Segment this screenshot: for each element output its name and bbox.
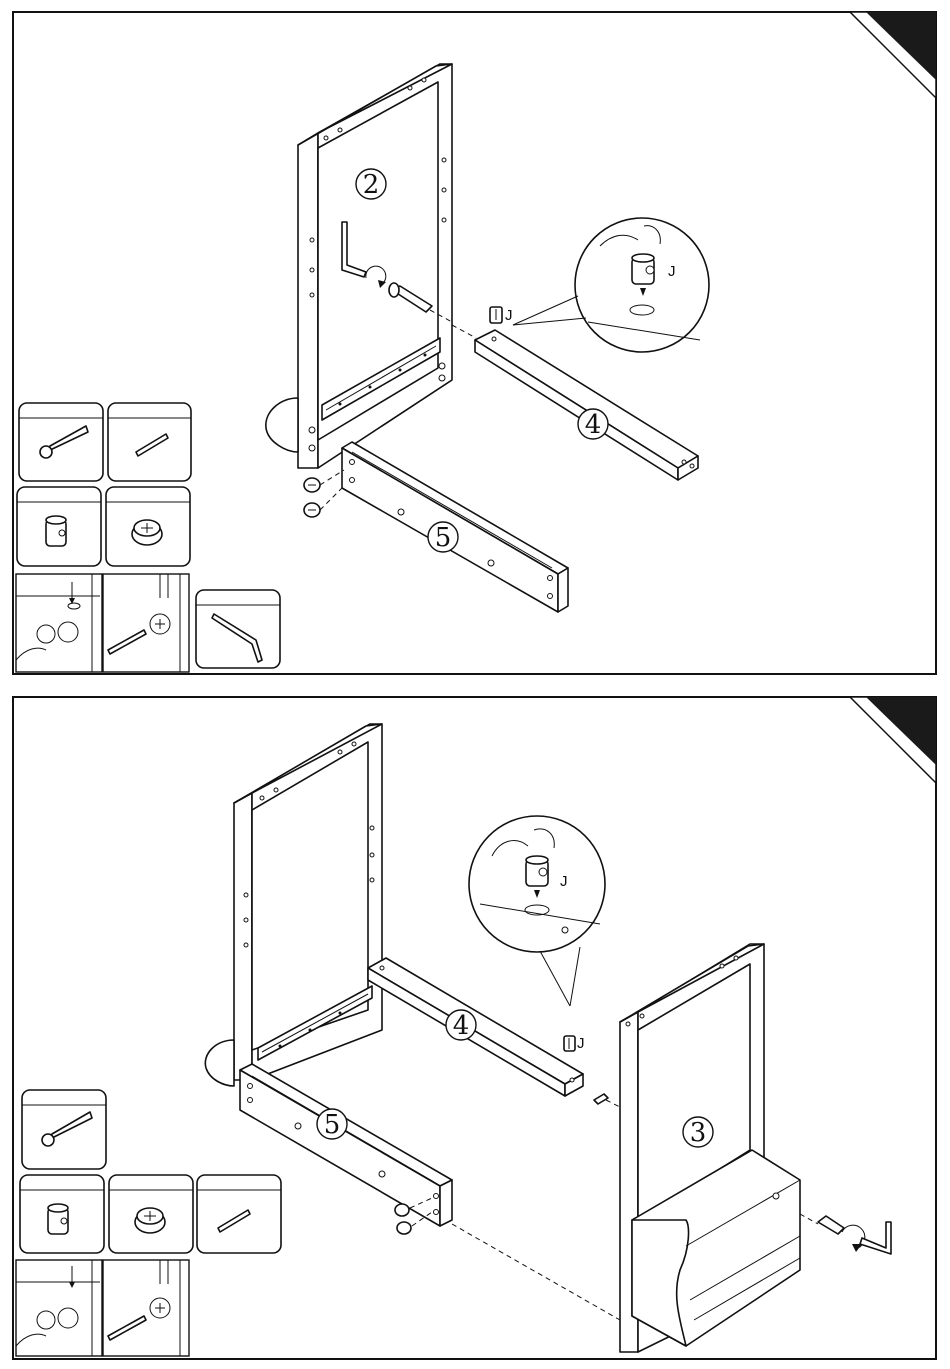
hardware-box-wooden-dowel: [108, 403, 191, 481]
detail-label-j: J: [668, 263, 676, 280]
part-number-4: 4: [446, 1010, 476, 1041]
part-number-3-label: 3: [690, 1118, 707, 1148]
step-panel-1: 2 4 J: [13, 12, 936, 674]
part-number-5: 5: [317, 1109, 347, 1140]
part-number-5-label: 5: [435, 523, 452, 553]
hardware-label-j: J: [505, 307, 513, 324]
tip-box-screwdriver: [103, 574, 189, 672]
part-number-5-label: 5: [324, 1110, 341, 1140]
cam-barrel-nut-icon: J: [490, 307, 513, 324]
part-number-3: 3: [683, 1117, 713, 1148]
hardware-box-cam-barrel-nut: [20, 1175, 104, 1253]
cam-barrel-nut-icon: J: [564, 1035, 585, 1052]
tip-box-cam-insert: [16, 574, 102, 672]
tip-box-screwdriver: [103, 1260, 189, 1356]
part-number-4-label: 4: [453, 1011, 470, 1041]
part-number-4: 4: [578, 409, 608, 440]
hardware-box-long-bolt: [22, 1090, 106, 1169]
part-number-2: 2: [356, 169, 386, 200]
detail-label-j: J: [560, 873, 568, 890]
tip-box-cam-insert: [16, 1260, 102, 1356]
step-panel-2: 5 4 J: [13, 697, 936, 1359]
hardware-box-cam-lock: [106, 487, 190, 566]
hardware-box-allen-key: [196, 590, 280, 668]
part-number-2-label: 2: [363, 170, 380, 200]
hardware-box-cam-lock: [109, 1175, 193, 1253]
hardware-label-j: J: [577, 1035, 585, 1052]
hardware-box-wooden-dowel: [197, 1175, 281, 1253]
part-number-5: 5: [428, 522, 458, 553]
part-number-4-label: 4: [585, 410, 602, 440]
hardware-box-long-bolt: [19, 403, 103, 481]
hardware-box-cam-barrel-nut: [17, 487, 101, 566]
